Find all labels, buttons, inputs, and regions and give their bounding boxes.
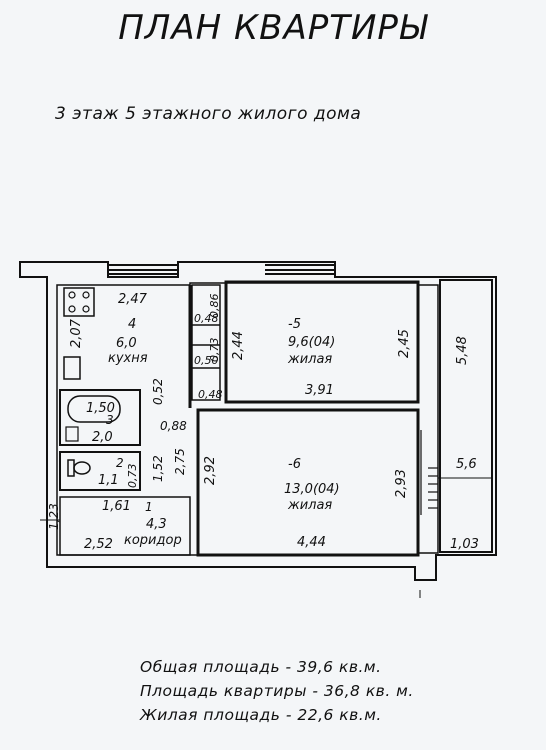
- hall-dim-2: 0,88: [160, 419, 187, 433]
- apartment-area: Площадь квартиры - 36,8 кв. м.: [140, 682, 414, 700]
- bath-number: 3: [106, 413, 114, 427]
- kitchen-dim-top: 2,47: [118, 292, 148, 307]
- hall-dim-1: 0,52: [151, 378, 165, 405]
- closet-dim-1: 0,86: [208, 294, 221, 319]
- corridor-name: коридор: [124, 533, 182, 548]
- wc-walls: [59, 451, 141, 491]
- room5-dim-right: 2,45: [397, 329, 412, 358]
- balcony-dim-bottom: 1,03: [450, 537, 479, 552]
- kitchen-dim-side: 2,07: [69, 318, 84, 348]
- room5-dim-bottom: 3,91: [305, 383, 334, 398]
- room6-dim-left: 2,92: [203, 456, 218, 485]
- corridor-dim-side: 1,23: [47, 503, 61, 530]
- living-area: Жилая площадь - 22,6 кв.м.: [140, 706, 382, 724]
- outer-wall: [19, 261, 497, 581]
- room6-walls: [196, 408, 420, 557]
- page-title: ПЛАН КВАРТИРЫ: [118, 8, 428, 48]
- wc-area: 1,1: [98, 473, 119, 488]
- room6-dim-bottom: 4,44: [297, 535, 326, 550]
- corridor-dim-top: 1,61: [102, 499, 131, 514]
- kitchen-area: 6,0: [116, 336, 137, 351]
- closet-dim-4: 0,50: [194, 354, 219, 367]
- balcony-dim-side: 5,48: [455, 336, 470, 365]
- closet-dim-5: 0,48: [198, 388, 223, 401]
- room5-walls: [224, 280, 420, 404]
- balcony-door: [420, 430, 438, 515]
- kitchen-number: 4: [128, 317, 136, 332]
- corridor-dim-bottom: 2,52: [84, 537, 113, 552]
- bath-dim: 1,50: [86, 401, 115, 416]
- bath-area: 2,0: [92, 430, 113, 445]
- room6-dim-right: 2,93: [394, 469, 409, 498]
- hall-dim-3: 2,75: [173, 448, 187, 475]
- room5-number: -5: [288, 317, 301, 332]
- kitchen-name: кухня: [108, 351, 148, 366]
- toilet-icon: [73, 461, 91, 475]
- corridor-area: 4,3: [146, 517, 167, 532]
- wc-number: 2: [116, 456, 124, 470]
- bathtub-icon: [67, 395, 121, 423]
- room5-window: [265, 264, 335, 275]
- room6-name: жилая: [287, 498, 332, 513]
- room5-name: жилая: [287, 352, 332, 367]
- page-subtitle: 3 этаж 5 этажного жилого дома: [55, 104, 362, 124]
- kitchen-window: [108, 264, 178, 275]
- room6-area: 13,0(04): [284, 482, 340, 497]
- room6-number: -6: [288, 457, 301, 472]
- sink-icon: [63, 356, 81, 380]
- bath-walls: [59, 389, 141, 446]
- room5-dim-left: 2,44: [231, 331, 246, 360]
- wc-dim: 0,73: [126, 464, 139, 489]
- room5-area: 9,6(04): [288, 335, 335, 350]
- stove-icon: [63, 287, 95, 317]
- corridor-number: 1: [145, 500, 153, 514]
- closet-dim-3: 0,73: [208, 338, 221, 363]
- closet-dim-2: 0,48: [194, 312, 219, 325]
- balcony-walls: [439, 279, 493, 553]
- hall-dim-4: 1,52: [151, 455, 165, 482]
- total-area: Общая площадь - 39,6 кв.м.: [140, 658, 382, 676]
- balcony-area: 5,6: [456, 457, 477, 472]
- area-summary: Общая площадь - 39,6 кв.м. Площадь кварт…: [140, 655, 414, 727]
